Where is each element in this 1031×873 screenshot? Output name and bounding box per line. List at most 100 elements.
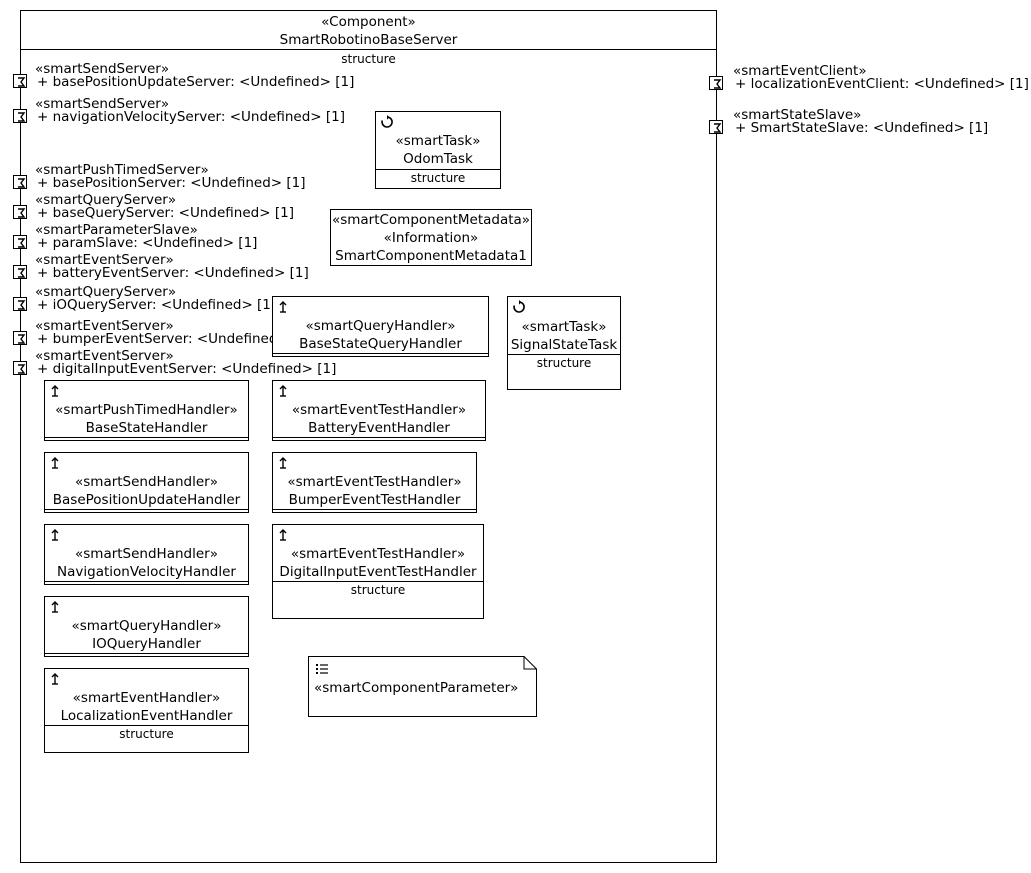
- metadata-stereotype: «smartComponentMetadata»: [331, 212, 531, 228]
- metadata-information: «Information»: [383, 230, 479, 246]
- component-name: SmartRobotinoBaseServer: [279, 32, 458, 48]
- handler-stereotype: «smartEventTestHandler»: [290, 546, 466, 562]
- handler-arrow-icon: [51, 385, 59, 397]
- port-bumper-event-server[interactable]: [13, 331, 27, 345]
- task-divider: [376, 169, 500, 170]
- port-label: + localizationEventClient: <Undefined> […: [735, 76, 1029, 92]
- handler-localization-event[interactable]: «smartEventHandler» LocalizationEventHan…: [44, 668, 249, 753]
- port-io-query-server[interactable]: [13, 297, 27, 311]
- handler-compartment: structure: [119, 727, 174, 741]
- task-compartment: structure: [536, 356, 592, 370]
- task-stereotype: «smartTask»: [395, 133, 481, 149]
- port-stereotype: «smartQueryServer»: [35, 284, 177, 300]
- handler-name: DigitalInputEventTestHandler: [279, 564, 477, 580]
- handler-stereotype: «smartQueryHandler»: [71, 618, 222, 634]
- handler-stereotype: «smartPushTimedHandler»: [55, 402, 238, 418]
- port-digital-input-event-server[interactable]: [13, 361, 27, 375]
- handler-stereotype: «smartEventTestHandler»: [291, 402, 467, 418]
- task-loop-icon: [381, 115, 393, 128]
- handler-name: BaseStateQueryHandler: [299, 336, 462, 352]
- task-name: SignalStateTask: [510, 337, 618, 353]
- handler-divider: [45, 653, 248, 654]
- handler-divider: [45, 509, 248, 510]
- task-stereotype: «smartTask»: [521, 319, 607, 335]
- handler-arrow-icon: [51, 529, 59, 541]
- port-base-query-server[interactable]: [13, 205, 27, 219]
- handler-divider: [45, 437, 248, 438]
- port-stereotype: «smartEventClient»: [733, 63, 867, 79]
- port-label: + baseQueryServer: <Undefined> [1]: [37, 205, 294, 221]
- handler-name: BumperEventTestHandler: [288, 492, 461, 508]
- handler-name: LocalizationEventHandler: [60, 708, 233, 724]
- port-label: + iOQueryServer: <Undefined> [1]: [37, 297, 277, 313]
- port-stereotype: «smartEventServer»: [35, 348, 174, 364]
- handler-divider: [273, 581, 483, 582]
- port-param-slave[interactable]: [13, 235, 27, 249]
- port-label: + SmartStateSlave: <Undefined> [1]: [735, 120, 989, 136]
- handler-battery-event[interactable]: «smartEventTestHandler» BatteryEventHand…: [272, 380, 486, 441]
- handler-name: NavigationVelocityHandler: [57, 564, 236, 580]
- port-battery-event-server[interactable]: [13, 265, 27, 279]
- handler-name: BatteryEventHandler: [308, 420, 450, 436]
- handler-stereotype: «smartEventHandler»: [72, 690, 221, 706]
- handler-arrow-icon: [279, 301, 287, 313]
- handler-base-position-update[interactable]: «smartSendHandler» BasePositionUpdateHan…: [44, 452, 249, 513]
- task-name: OdomTask: [403, 151, 473, 167]
- port-stereotype: «smartEventServer»: [35, 252, 174, 268]
- component-parameter-note[interactable]: «smartComponentParameter»: [308, 656, 537, 717]
- port-stereotype: «smartSendServer»: [35, 96, 170, 112]
- handler-arrow-icon: [279, 457, 287, 469]
- handler-divider: [45, 581, 248, 582]
- handler-base-state[interactable]: «smartPushTimedHandler» BaseStateHandler: [44, 380, 249, 441]
- port-label: + basePositionUpdateServer: <Undefined> …: [37, 74, 355, 90]
- port-localization-event-client[interactable]: [709, 76, 723, 90]
- port-base-position-server[interactable]: [13, 175, 27, 189]
- handler-digital-input-event-test[interactable]: «smartEventTestHandler» DigitalInputEven…: [272, 524, 484, 619]
- metadata-box[interactable]: «smartComponentMetadata» «Information» S…: [330, 209, 532, 266]
- handler-arrow-icon: [51, 457, 59, 469]
- handler-arrow-icon: [51, 601, 59, 613]
- port-label: + batteryEventServer: <Undefined> [1]: [37, 265, 309, 281]
- handler-stereotype: «smartEventTestHandler»: [287, 474, 462, 490]
- task-signal-state[interactable]: «smartTask» SignalStateTask structure: [507, 296, 621, 390]
- handler-divider: [273, 437, 485, 438]
- handler-arrow-icon: [279, 385, 287, 397]
- handler-divider: [45, 725, 248, 726]
- handler-stereotype: «smartQueryHandler»: [305, 318, 456, 334]
- handler-arrow-icon: [279, 529, 287, 541]
- handler-stereotype: «smartSendHandler»: [75, 546, 218, 562]
- handler-base-state-query[interactable]: «smartQueryHandler» BaseStateQueryHandle…: [272, 296, 489, 357]
- port-stereotype: «smartEventServer»: [35, 318, 174, 334]
- note-shape: [308, 656, 537, 717]
- handler-compartment: structure: [350, 583, 406, 597]
- port-label: + digitalInputEventServer: <Undefined> […: [37, 361, 337, 377]
- task-compartment: structure: [410, 171, 466, 185]
- port-label: + paramSlave: <Undefined> [1]: [37, 235, 258, 251]
- task-divider: [508, 354, 620, 355]
- metadata-name: SmartComponentMetadata1: [335, 248, 527, 264]
- port-label: + bumperEventServer: <Undefined> [1]: [37, 331, 313, 347]
- port-smart-state-slave[interactable]: [709, 120, 723, 134]
- handler-name: BasePositionUpdateHandler: [52, 492, 241, 508]
- component-compartment: structure: [341, 52, 396, 66]
- port-stereotype: «smartPushTimedServer»: [35, 162, 209, 178]
- port-stereotype: «smartStateSlave»: [733, 107, 862, 123]
- handler-stereotype: «smartSendHandler»: [75, 474, 218, 490]
- task-loop-icon: [513, 300, 525, 313]
- list-icon: [316, 664, 328, 674]
- handler-bumper-event-test[interactable]: «smartEventTestHandler» BumperEventTestH…: [272, 452, 477, 513]
- handler-arrow-icon: [51, 673, 59, 685]
- handler-io-query[interactable]: «smartQueryHandler» IOQueryHandler: [44, 596, 249, 657]
- handler-name: BaseStateHandler: [85, 420, 208, 436]
- port-label: + basePositionServer: <Undefined> [1]: [37, 175, 306, 191]
- component-divider: [21, 49, 716, 50]
- parameter-stereotype: «smartComponentParameter»: [314, 680, 519, 696]
- task-odom[interactable]: «smartTask» OdomTask structure: [375, 111, 501, 189]
- port-navigation-velocity-server[interactable]: [13, 109, 27, 123]
- handler-divider: [273, 353, 488, 354]
- port-stereotype: «smartParameterSlave»: [35, 222, 198, 238]
- handler-name: IOQueryHandler: [92, 636, 201, 652]
- port-stereotype: «smartSendServer»: [35, 61, 170, 77]
- port-base-position-update-server[interactable]: [13, 74, 27, 88]
- handler-navigation-velocity[interactable]: «smartSendHandler» NavigationVelocityHan…: [44, 524, 249, 585]
